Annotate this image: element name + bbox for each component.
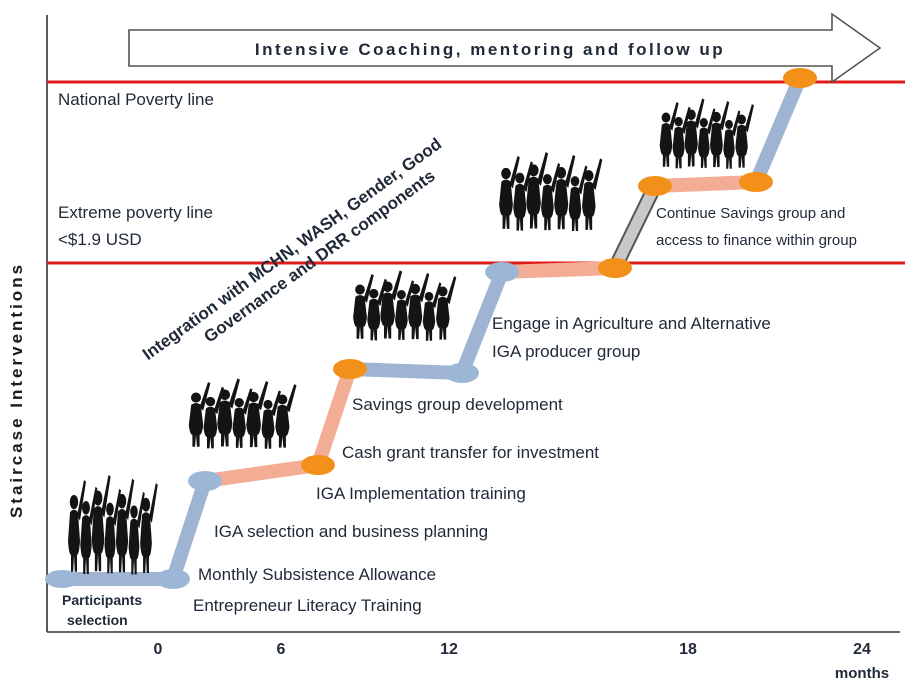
- node-iga-training: [301, 455, 335, 475]
- step-participants-1: Participants: [62, 592, 142, 608]
- x-tick-24: 24: [853, 641, 871, 658]
- people-raising-hands-icon: [660, 98, 754, 168]
- link-rise-2: [311, 362, 357, 472]
- coaching-arrow-label: Intensive Coaching, mentoring and follow…: [255, 40, 725, 59]
- step-cash-grant: Cash grant transfer for investment: [342, 443, 599, 462]
- people-raising-hands-icon: [189, 378, 297, 448]
- step-continue-1: Continue Savings group and: [656, 205, 845, 222]
- step-engage-1: Engage in Agriculture and Alternative: [492, 314, 771, 333]
- node-agriculture: [485, 262, 519, 282]
- node-continue: [638, 176, 672, 196]
- integration-label: Integration with MCHN, WASH, Gender, Goo…: [139, 134, 445, 364]
- step-engage-2: IGA producer group: [492, 342, 640, 361]
- node-participants: [45, 570, 79, 588]
- coaching-arrow: [128, 12, 882, 84]
- step-monthly-allowance: Monthly Subsistence Allowance: [198, 565, 436, 584]
- people-raising-hands-icon: [499, 152, 602, 231]
- step-iga-selection: IGA selection and business planning: [214, 522, 488, 541]
- node-month-20: [739, 172, 773, 192]
- link-rise-4-fill: [609, 180, 661, 274]
- step-continue-2: access to finance within group: [656, 232, 857, 249]
- node-month-16: [598, 258, 632, 278]
- x-tick-0: 0: [154, 641, 163, 658]
- node-savings: [333, 359, 367, 379]
- step-iga-training: IGA Implementation training: [316, 484, 526, 503]
- node-month-0: [156, 569, 190, 589]
- link-rise-3: [455, 265, 509, 380]
- x-tick-12: 12: [440, 641, 458, 658]
- national-poverty-label: National Poverty line: [58, 90, 214, 109]
- node-iga-selection: [188, 471, 222, 491]
- link-rise-5: [749, 71, 807, 189]
- people-raising-hands-icon: [68, 475, 158, 575]
- extreme-poverty-label: Extreme poverty line: [58, 203, 213, 222]
- extreme-poverty-threshold: <$1.9 USD: [58, 230, 142, 249]
- link-agriculture: [495, 261, 622, 279]
- step-savings-group: Savings group development: [352, 395, 563, 414]
- x-tick-18: 18: [679, 641, 697, 658]
- step-participants-2: selection: [67, 612, 128, 628]
- people-raising-hands-icon: [353, 270, 456, 340]
- link-iga: [198, 458, 325, 488]
- x-tick-6: 6: [277, 641, 286, 658]
- link-rise-1: [166, 474, 212, 586]
- node-top: [783, 68, 817, 88]
- step-literacy-training: Entrepreneur Literacy Training: [193, 596, 422, 615]
- node-month-12: [445, 363, 479, 383]
- link-savings: [343, 362, 469, 380]
- x-axis-unit: months: [835, 665, 889, 682]
